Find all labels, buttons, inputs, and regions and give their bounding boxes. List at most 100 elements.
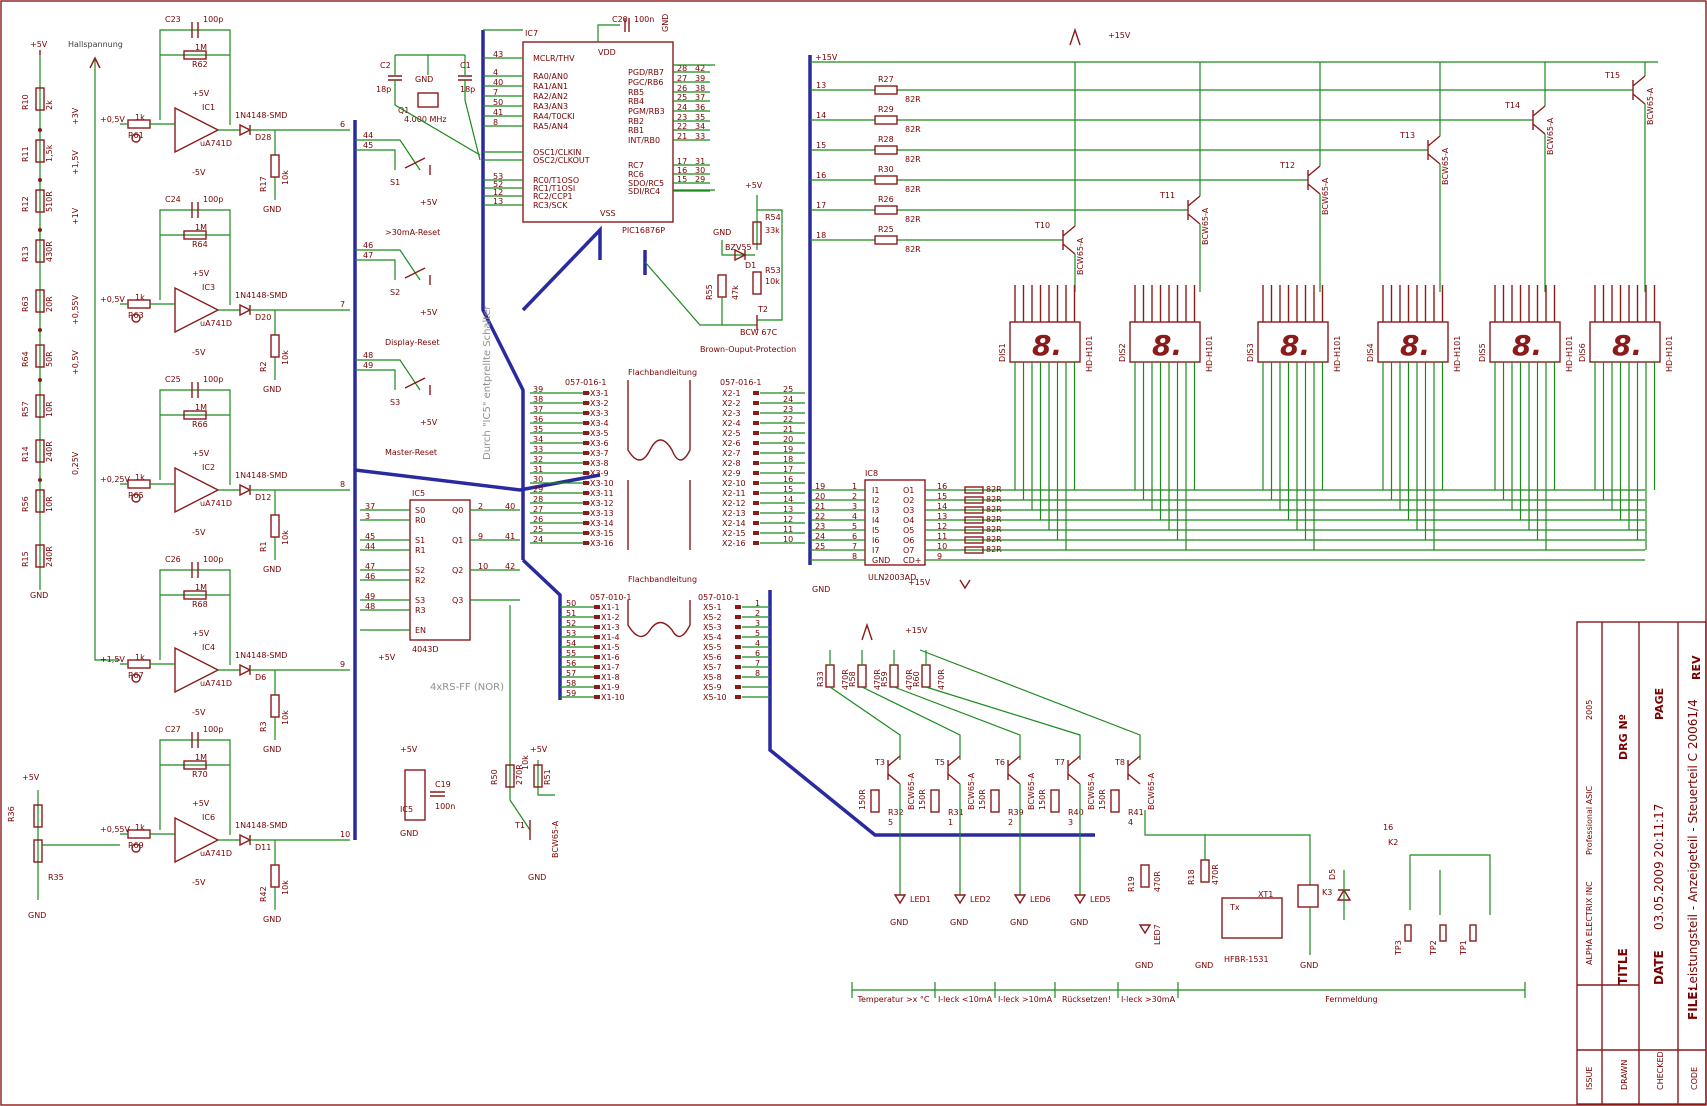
load-resistor [270, 864, 280, 888]
r54-label: R54 [765, 213, 781, 222]
mcu-pin-num: 24 [677, 103, 687, 112]
driver-pin-num: 4 [852, 512, 857, 521]
display-body [1589, 321, 1661, 363]
crystal-section: C2 18p C1 18p GND Q1 4.000 MHz [376, 54, 481, 161]
digit-resistor [874, 235, 898, 245]
x3-wire-num: 29 [533, 485, 543, 494]
wire [355, 249, 421, 281]
x2-wire-num: 25 [783, 385, 793, 394]
diode-label: D12 [255, 493, 271, 502]
p15v-rail-label: +15V [815, 53, 838, 62]
x5-wire-num: 6 [755, 649, 760, 658]
divider-resistor [35, 544, 45, 568]
mcu-pin-num: 50 [493, 98, 503, 107]
led-transistor-label: T3 [874, 758, 885, 767]
wire [159, 389, 231, 485]
ff-output-name: Q2 [452, 566, 463, 575]
led-transistor-type: BCW65-A [967, 772, 976, 810]
display-name: DIS2 [1118, 343, 1127, 362]
load-res-value: 10k [281, 710, 290, 725]
mcu-pin-name: RA3/AN3 [533, 102, 568, 111]
switch-pin-b: 47 [363, 251, 373, 260]
x3-pin-label: X3-10 [590, 479, 614, 488]
diode-type: 1N4148-SMD [235, 821, 287, 830]
t1-supply: +5V [530, 745, 548, 754]
divider-supply-label: +5V [30, 40, 48, 49]
x1-pin-label: X1-1 [601, 603, 620, 612]
tb-company: ALPHA ELECTRIX INC [1585, 881, 1594, 965]
x3-wire-num: 37 [533, 405, 543, 414]
divider-resistor-value: 240R [45, 546, 54, 567]
tb-title-label: TITLE [1616, 948, 1630, 985]
opamp-vplus: +5V [192, 89, 210, 98]
divider-tap-node [38, 128, 42, 132]
driver-out-name: O7 [903, 546, 914, 555]
driver-out-name: O1 [903, 486, 914, 495]
led-symbol [893, 894, 907, 905]
divider-resistor [35, 189, 45, 213]
ic5-supply: +5V IC5 C19 100n GND [400, 745, 455, 838]
flatcable-label-bottom: Flachbandleitung [628, 575, 697, 584]
segment-resistor [964, 506, 984, 514]
wire [355, 359, 421, 391]
connector-pin [735, 645, 741, 649]
r55-label: R55 [705, 284, 714, 300]
x2-wire-num: 17 [783, 465, 793, 474]
connector-pin [583, 441, 589, 445]
display-type: HD-H101 [1453, 336, 1462, 372]
driver-pin-num: 9 [937, 552, 942, 561]
feedback-cap-label: C26 [165, 555, 181, 564]
display-name: DIS4 [1366, 343, 1375, 362]
feedback-resistor [183, 230, 207, 240]
led-transistor-symbol [1067, 755, 1081, 785]
feedback-cap-value: 100p [203, 195, 223, 204]
x2-wire-num: 21 [783, 425, 793, 434]
led-label: LED6 [1030, 895, 1051, 904]
mcu-pin-num: 8 [493, 118, 498, 127]
x1-pin-label: X1-10 [601, 693, 625, 702]
ff-pin-num: 47 [365, 562, 375, 571]
ff-input-name: S2 [415, 566, 425, 575]
base-resistor [1110, 789, 1120, 813]
opamp-label: IC3 [202, 283, 215, 292]
bus-pin-number: 6 [340, 120, 345, 129]
display-digit: 8. [1400, 329, 1430, 362]
connector-pin [583, 401, 589, 405]
diode-type: 1N4148-SMD [235, 651, 287, 660]
led-transistor-type: BCW65-A [907, 772, 916, 810]
diode-symbol [239, 123, 252, 137]
divider-resistor-label: R57 [21, 401, 30, 417]
connector-pin [583, 541, 589, 545]
x3-wire-num: 27 [533, 505, 543, 514]
input-res-label: R61 [128, 131, 144, 140]
connector-pin [583, 531, 589, 535]
collector-res-value: 470R [873, 669, 882, 690]
feedback-res-value: 1M [195, 753, 207, 762]
load-res-label: R1 [259, 541, 268, 552]
transistor-type: BCW65-A [1201, 207, 1210, 245]
segment-resistor [964, 496, 984, 504]
input-res-label: R63 [128, 311, 144, 320]
feedback-resistor [183, 410, 207, 420]
segment-resistor [964, 486, 984, 494]
ref-voltage-label: +0,25V [100, 475, 131, 484]
tb-file-label: FILE: [1686, 987, 1700, 1020]
flipflop-ic5: IC5 4043D 4xRS-FF (NOR) S037R03S145R144S… [360, 489, 520, 693]
driver-out-name: CD+ [903, 556, 921, 565]
bottom-caption: Temperatur >x °C [856, 995, 929, 1004]
divider-resistor-label: R10 [21, 94, 30, 110]
hfbr-label: HFBR-1531 [1224, 955, 1269, 964]
connector-pin [735, 625, 741, 629]
mcu-pin-num: 28 [677, 64, 687, 73]
divider-resistor-label: R63 [21, 296, 30, 312]
feedback-cap-label: C25 [165, 375, 181, 384]
ic8-type: ULN2003AD [868, 573, 916, 582]
opamp-vplus: +5V [192, 799, 210, 808]
x5-wire-num: 8 [755, 669, 760, 678]
bottom-caption: I-leck <10mA [938, 995, 993, 1004]
diode-type: 1N4148-SMD [235, 471, 287, 480]
ic7-vss: VSS [600, 209, 616, 218]
opamp-symbol [174, 106, 220, 154]
